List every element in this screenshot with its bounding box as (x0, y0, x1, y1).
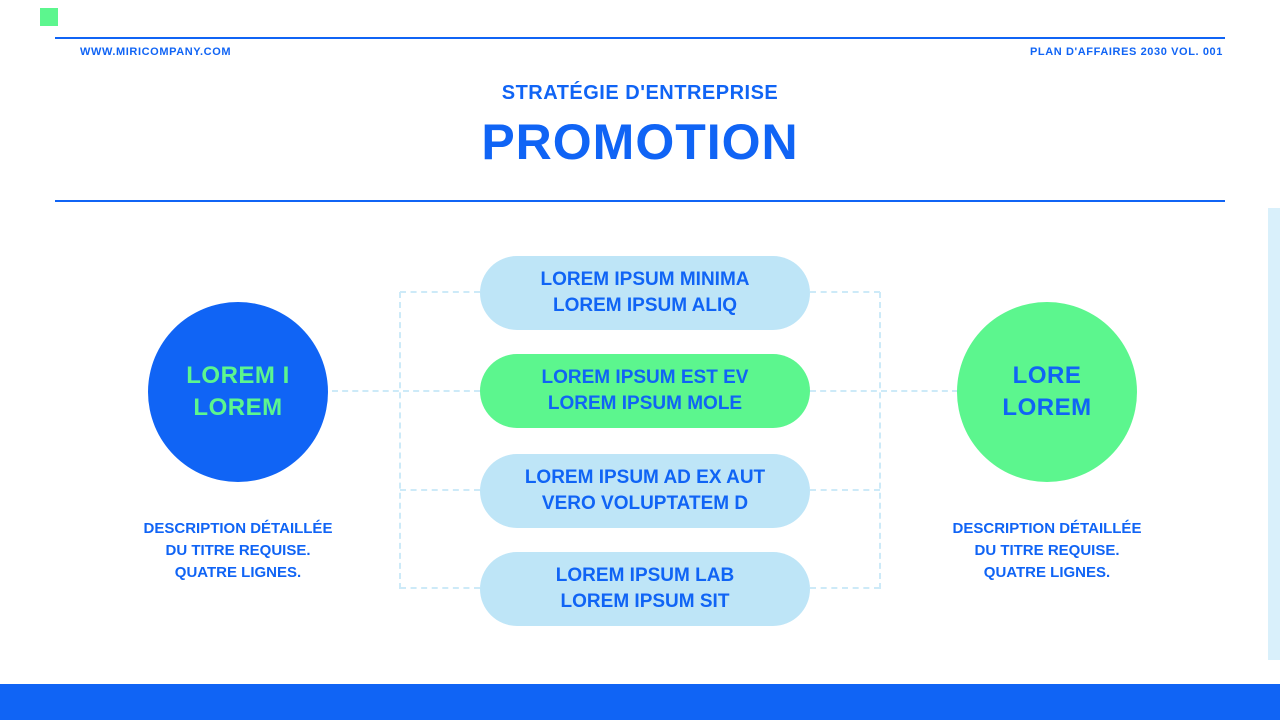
right-circle-label-line1: LORE (1012, 362, 1082, 389)
right-circle-label-line2: LOREM (1002, 394, 1092, 421)
pill-2-line1: LOREM IPSUM EST EV (541, 367, 749, 388)
slide-subtitle: STRATÉGIE D'ENTREPRISE (501, 82, 779, 104)
slide-title: PROMOTION (481, 114, 799, 170)
connector-left-vertical (399, 292, 401, 589)
connector-right-to-pill-3 (810, 489, 880, 491)
left-circle: LOREM I LOREM (148, 302, 328, 482)
pill-3-line1: LOREM IPSUM AD EX AUT (524, 467, 766, 488)
connector-left-to-pill-3 (400, 489, 480, 491)
right-edge-accent (1268, 208, 1280, 660)
connector-left-to-pill-4 (400, 587, 480, 589)
doc-reference: PLAN D'AFFAIRES 2030 VOL. 001 (1029, 46, 1223, 58)
left-circle-label-line1: LOREM I (186, 362, 290, 389)
right-circle-label: LORE LOREM (1002, 360, 1091, 424)
pill-1-line1: LOREM IPSUM MINIMA (540, 269, 750, 290)
pill-item-2: LOREM IPSUM EST EV LOREM IPSUM MOLE (480, 354, 810, 428)
connector-left-main (332, 390, 480, 392)
pill-3-line2: VERO VOLUPTATEM D (541, 493, 749, 514)
pill-2-line2: LOREM IPSUM MOLE (547, 393, 743, 414)
right-circle-description: DESCRIPTION DÉTAILLÉE DU TITRE REQUISE. … (952, 520, 1142, 581)
pill-1-line2: LOREM IPSUM ALIQ (552, 295, 738, 316)
corner-accent-square (40, 8, 58, 26)
connector-right-main (810, 390, 958, 392)
pill-item-3: LOREM IPSUM AD EX AUT VERO VOLUPTATEM D (480, 454, 810, 528)
pill-4-line1: LOREM IPSUM LAB (555, 565, 735, 586)
website-url: WWW.MIRICOMPANY.COM (80, 46, 232, 58)
left-circle-description: DESCRIPTION DÉTAILLÉE DU TITRE REQUISE. … (143, 520, 333, 581)
left-circle-label: LOREM I LOREM (186, 360, 290, 424)
footer-bar (0, 684, 1280, 720)
right-circle: LORE LOREM (957, 302, 1137, 482)
connector-right-vertical (879, 292, 881, 589)
connector-right-to-pill-4 (810, 587, 880, 589)
pill-item-1: LOREM IPSUM MINIMA LOREM IPSUM ALIQ (480, 256, 810, 330)
pill-4-line2: LOREM IPSUM SIT (560, 591, 730, 612)
connector-left-to-pill-1 (400, 291, 480, 293)
connector-right-to-pill-1 (810, 291, 880, 293)
left-circle-label-line2: LOREM (193, 394, 283, 421)
pill-item-4: LOREM IPSUM LAB LOREM IPSUM SIT (480, 552, 810, 626)
divider-rule (55, 200, 1225, 202)
top-rule (55, 37, 1225, 39)
